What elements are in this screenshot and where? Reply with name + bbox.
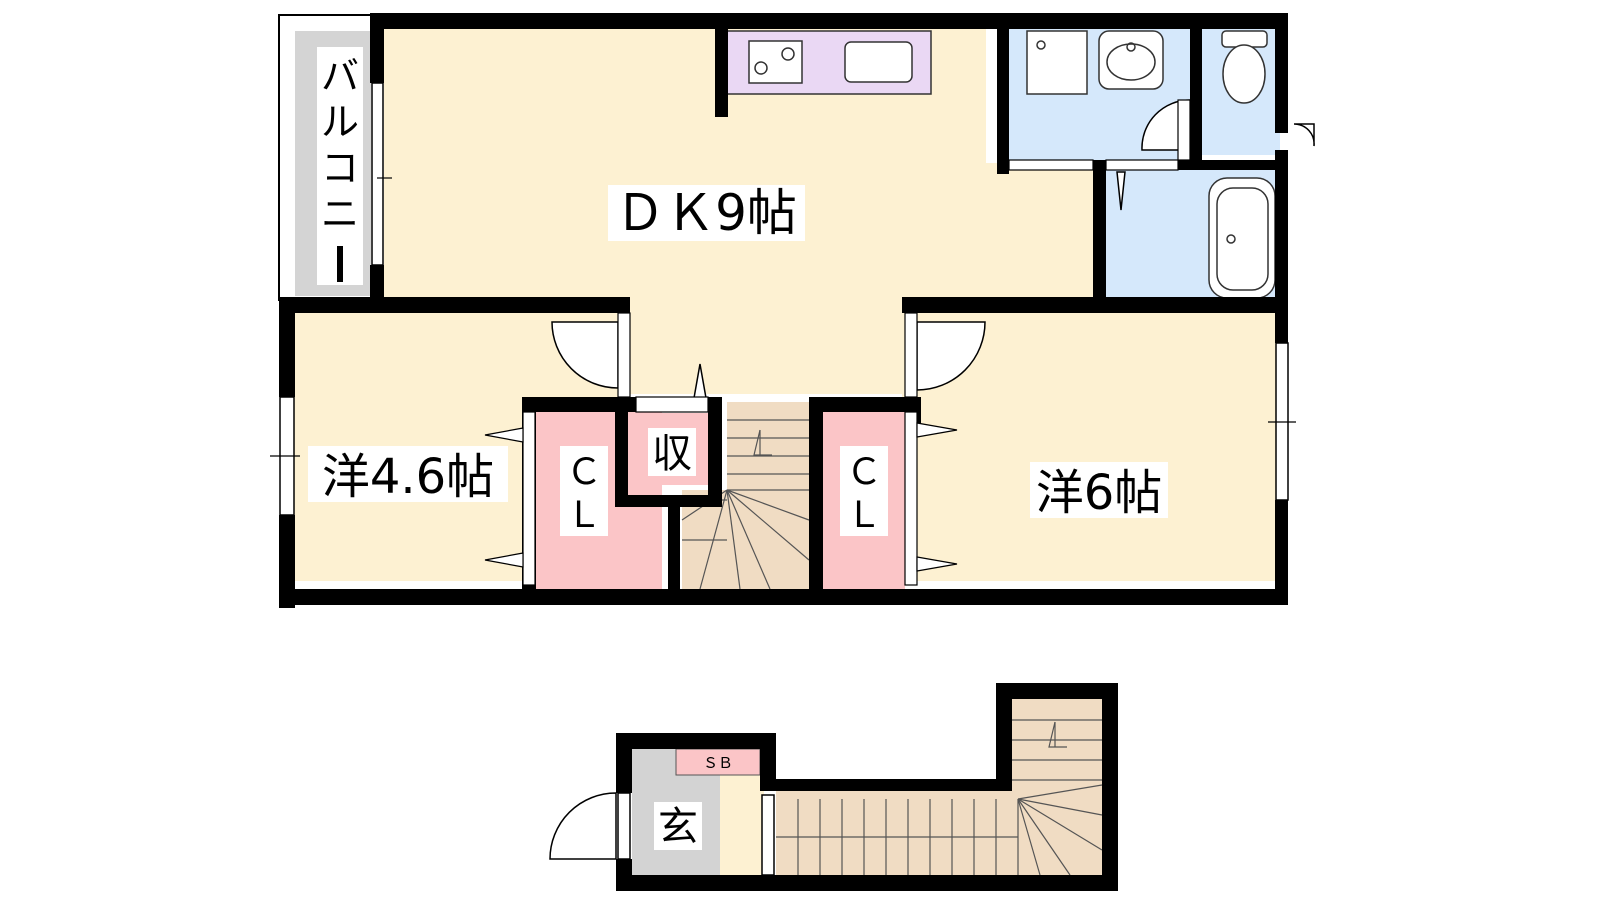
closet-left-label-l: Ｌ — [566, 495, 602, 536]
closet-right-label-c: Ｃ — [846, 452, 882, 493]
balcony-label: バ ル コ ニ — [321, 54, 359, 236]
sink-icon — [844, 41, 913, 83]
washbasin-bowl-icon — [1106, 43, 1156, 81]
door-frame — [617, 99, 1191, 413]
stairs-lower-floor-top — [1012, 699, 1102, 791]
balcony-long-vowel-mark — [337, 246, 343, 282]
stove-icon — [748, 40, 803, 84]
bath-drain-icon — [1226, 234, 1236, 244]
closet-right-label-bg — [840, 446, 888, 536]
dk-floor-extension — [986, 163, 1096, 303]
hall-floor — [720, 775, 764, 875]
walls-lower — [616, 683, 1118, 891]
balcony-char: バ — [321, 54, 359, 98]
dk-label: ＤＫ9帖 — [615, 184, 797, 242]
western-left-label-bg — [308, 446, 508, 502]
shoe-box — [675, 748, 761, 776]
stairs-lower — [776, 719, 1103, 876]
burner-icon — [781, 47, 795, 61]
drain-icon — [1036, 40, 1046, 50]
balcony-char: ル — [321, 100, 359, 144]
lower-door — [549, 792, 775, 876]
closet-door — [484, 411, 958, 586]
storage-label-bg — [648, 428, 696, 476]
window-mark — [270, 177, 1296, 457]
shoe-box-label: ＳＢ — [703, 754, 733, 772]
washing-machine-icon — [1026, 30, 1088, 95]
closet-left-label-c: Ｃ — [566, 452, 602, 493]
stairs-upper-floor — [727, 402, 809, 589]
faucet-icon — [1126, 42, 1136, 52]
western-left-label: 洋4.6帖 — [322, 449, 494, 505]
balcony-char: コ — [321, 146, 359, 190]
balcony-label-bg — [317, 47, 363, 285]
balcony-char: ニ — [321, 192, 359, 236]
western-right-label: 洋6帖 — [1036, 465, 1163, 521]
closet-left-label-bg — [560, 446, 608, 536]
western-right-label-bg — [1030, 462, 1168, 518]
entrance-label-bg — [654, 802, 702, 850]
bathtub-inner-icon — [1216, 187, 1269, 291]
storage-label: 収 — [652, 431, 692, 477]
closet-right-label-l: Ｌ — [846, 495, 882, 536]
burner-icon — [754, 61, 768, 75]
entrance-label: 玄 — [658, 804, 698, 850]
stairs-lower-floor — [776, 791, 1102, 875]
dk-label-bg — [608, 185, 805, 241]
toilet-bowl-icon — [1222, 44, 1266, 104]
washbasin-icon — [1098, 30, 1164, 90]
